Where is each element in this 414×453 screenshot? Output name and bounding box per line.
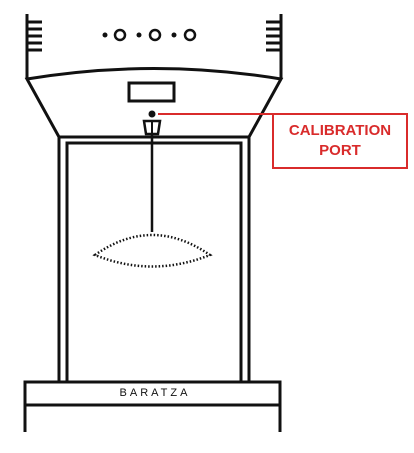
calibration-port-callout: CALIBRATION PORT [272, 113, 408, 169]
cup-bowl [92, 233, 213, 268]
indicator-ring [148, 28, 162, 42]
grinder-top-housing [25, 14, 283, 79]
control-indicators [102, 28, 197, 42]
left-grip-ridges [27, 20, 42, 52]
calibration-port-hole [148, 110, 156, 118]
brand-label: BARATZA [119, 387, 191, 399]
indicator-dot [171, 32, 177, 38]
indicator-ring [183, 28, 197, 42]
grinder-base [23, 380, 282, 432]
calibration-port [142, 110, 162, 136]
indicator-dot [136, 32, 142, 38]
display-window [127, 81, 176, 103]
housing-upper-shell [24, 67, 284, 139]
callout-line-2: PORT [319, 142, 361, 159]
right-grip-ridges [266, 20, 281, 52]
indicator-dot [102, 32, 108, 38]
dosing-cup [92, 134, 213, 268]
callout-line-1: CALIBRATION [288, 122, 392, 139]
indicator-ring [113, 28, 127, 42]
